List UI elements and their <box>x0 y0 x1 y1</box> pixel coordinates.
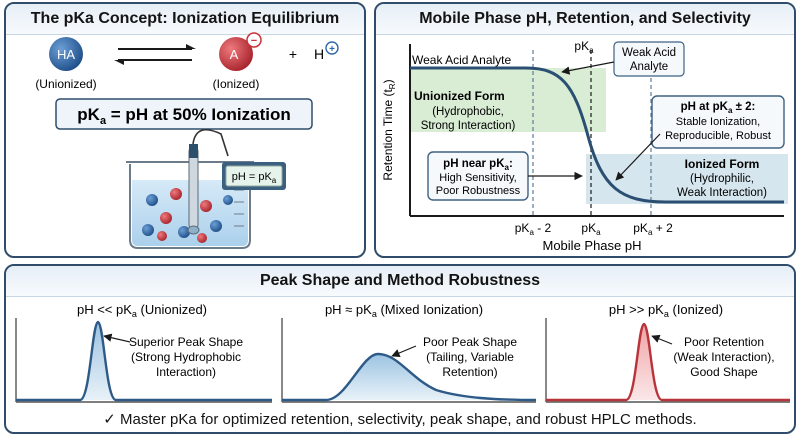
peak-chart-mixed: Poor Peak Shape (Tailing, Variable Reten… <box>281 318 537 403</box>
col1-line1: Superior Peak Shape <box>129 335 243 349</box>
ionized-line1: (Hydrophilic, <box>690 173 754 185</box>
unionized-line2: Strong Interaction) <box>421 120 516 132</box>
ph-near-pka-title: pH near pKa: <box>443 158 513 172</box>
callout-arrow <box>561 61 615 75</box>
equilibrium-arrows-icon <box>114 44 196 65</box>
peak-shape-panel-header <box>6 266 794 297</box>
peak-chart-unionized: Superior Peak Shape (Strong Hydrophobic … <box>15 318 272 403</box>
positive-charge-icon <box>325 41 339 55</box>
col3-line2: (Weak Interaction), <box>673 350 774 364</box>
peak-shape-panel-title: Peak Shape and Method Robustness <box>259 272 541 289</box>
pka-top-label: pKa <box>574 39 594 55</box>
ph-pka-pm2-box <box>651 95 785 149</box>
ha-molecule-icon <box>49 37 83 71</box>
ionization-panel: The pKa Concept: Ionization Equilibrium … <box>4 2 366 258</box>
ha-label: (Unionized) <box>35 77 96 91</box>
a-charge: − <box>251 35 257 47</box>
col2-line2: (Tailing, Variable <box>426 350 514 364</box>
unionized-band <box>410 68 606 132</box>
negative-charge-icon <box>246 32 262 48</box>
col2-line1: Poor Peak Shape <box>423 335 517 349</box>
col3-header: pH >> pKa (Ionized) <box>609 302 723 319</box>
ionization-panel-header <box>6 4 364 35</box>
ph-pka-pm2-arrow <box>615 133 661 181</box>
callout-line2: Analyte <box>630 61 668 73</box>
pka-equation-box <box>55 98 313 130</box>
h-symbol: H <box>314 46 324 62</box>
weak-acid-callout <box>613 41 685 77</box>
pka-equation: pKa = pH at 50% Ionization <box>77 105 290 127</box>
unionized-title: Unionized Form <box>414 89 505 103</box>
col1-line2: (Strong Hydrophobic <box>131 350 241 364</box>
retention-panel-title: Mobile Phase pH, Retention, and Selectiv… <box>419 10 751 27</box>
callout-line1: Weak Acid <box>622 47 676 59</box>
col2-header: pH ≈ pKa (Mixed Ionization) <box>325 302 483 319</box>
col2-line3: Retention) <box>442 365 497 379</box>
peak-shape-diagrams: pH << pKa (Unionized) pH ≈ pKa (Mixed Io… <box>15 302 790 403</box>
col1-header: pH << pKa (Unionized) <box>77 302 207 319</box>
a-label: (Ionized) <box>213 77 260 91</box>
retention-curve <box>410 66 784 204</box>
x-tick-pka: pKa <box>581 221 601 237</box>
peak-chart-ionized: Poor Retention (Weak Interaction), Good … <box>545 318 790 403</box>
ph-meter-text: pH = pKa <box>232 171 277 185</box>
col3-line1: Poor Retention <box>684 335 764 349</box>
ph-meter-display <box>225 165 283 187</box>
peak-shape-panel: Peak Shape and Method Robustness pH << p… <box>4 264 796 434</box>
ionized-line2: Weak Interaction) <box>677 187 767 199</box>
unionized-line1: (Hydrophobic, <box>432 106 504 118</box>
ha-symbol: HA <box>57 47 75 62</box>
ph-near-pka-line1: High Sensitivity, <box>439 172 516 184</box>
x-tick-pka-minus-2: pKa - 2 <box>515 221 552 237</box>
ph-probe-icon <box>187 128 229 235</box>
col1-line3: Interaction) <box>156 365 216 379</box>
retention-panel: Mobile Phase pH, Retention, and Selectiv… <box>374 2 796 258</box>
weak-acid-label: Weak Acid Analyte <box>412 53 511 67</box>
retention-panel-header <box>376 4 794 35</box>
a-symbol: A <box>230 47 239 62</box>
ionized-title: Ionized Form <box>685 157 760 171</box>
col3-line3: Good Shape <box>690 365 758 379</box>
ph-pka-pm2-line1: Stable Ionization, <box>676 116 760 128</box>
x-tick-pka-plus-2: pKa + 2 <box>633 221 673 237</box>
ph-pka-pm2-line2: Reproducible, Robust <box>665 130 771 142</box>
plus-sign: + <box>289 46 297 62</box>
x-axis-label: Mobile Phase pH <box>543 238 642 253</box>
retention-chart: Retention Time (tR) Weak Acid Analyte pK… <box>381 39 788 253</box>
a-minus-molecule-icon <box>219 37 253 71</box>
ph-near-pka-line2: Poor Robustness <box>436 185 521 197</box>
summary-footer: ✓ Master pKa for optimized retention, se… <box>103 411 697 428</box>
h-charge: + <box>329 44 335 55</box>
sharp-peak <box>16 320 272 402</box>
ph-pka-pm2-title: pH at pKa ± 2: <box>681 101 756 115</box>
early-peak <box>546 322 790 402</box>
ionization-panel-title: The pKa Concept: Ionization Equilibrium <box>30 10 340 27</box>
tailing-peak <box>282 352 537 402</box>
ionization-diagram: HA (Unionized) A − (Ionized) + H + pKa =… <box>35 32 339 249</box>
y-axis-label: Retention Time (tR) <box>381 79 397 180</box>
